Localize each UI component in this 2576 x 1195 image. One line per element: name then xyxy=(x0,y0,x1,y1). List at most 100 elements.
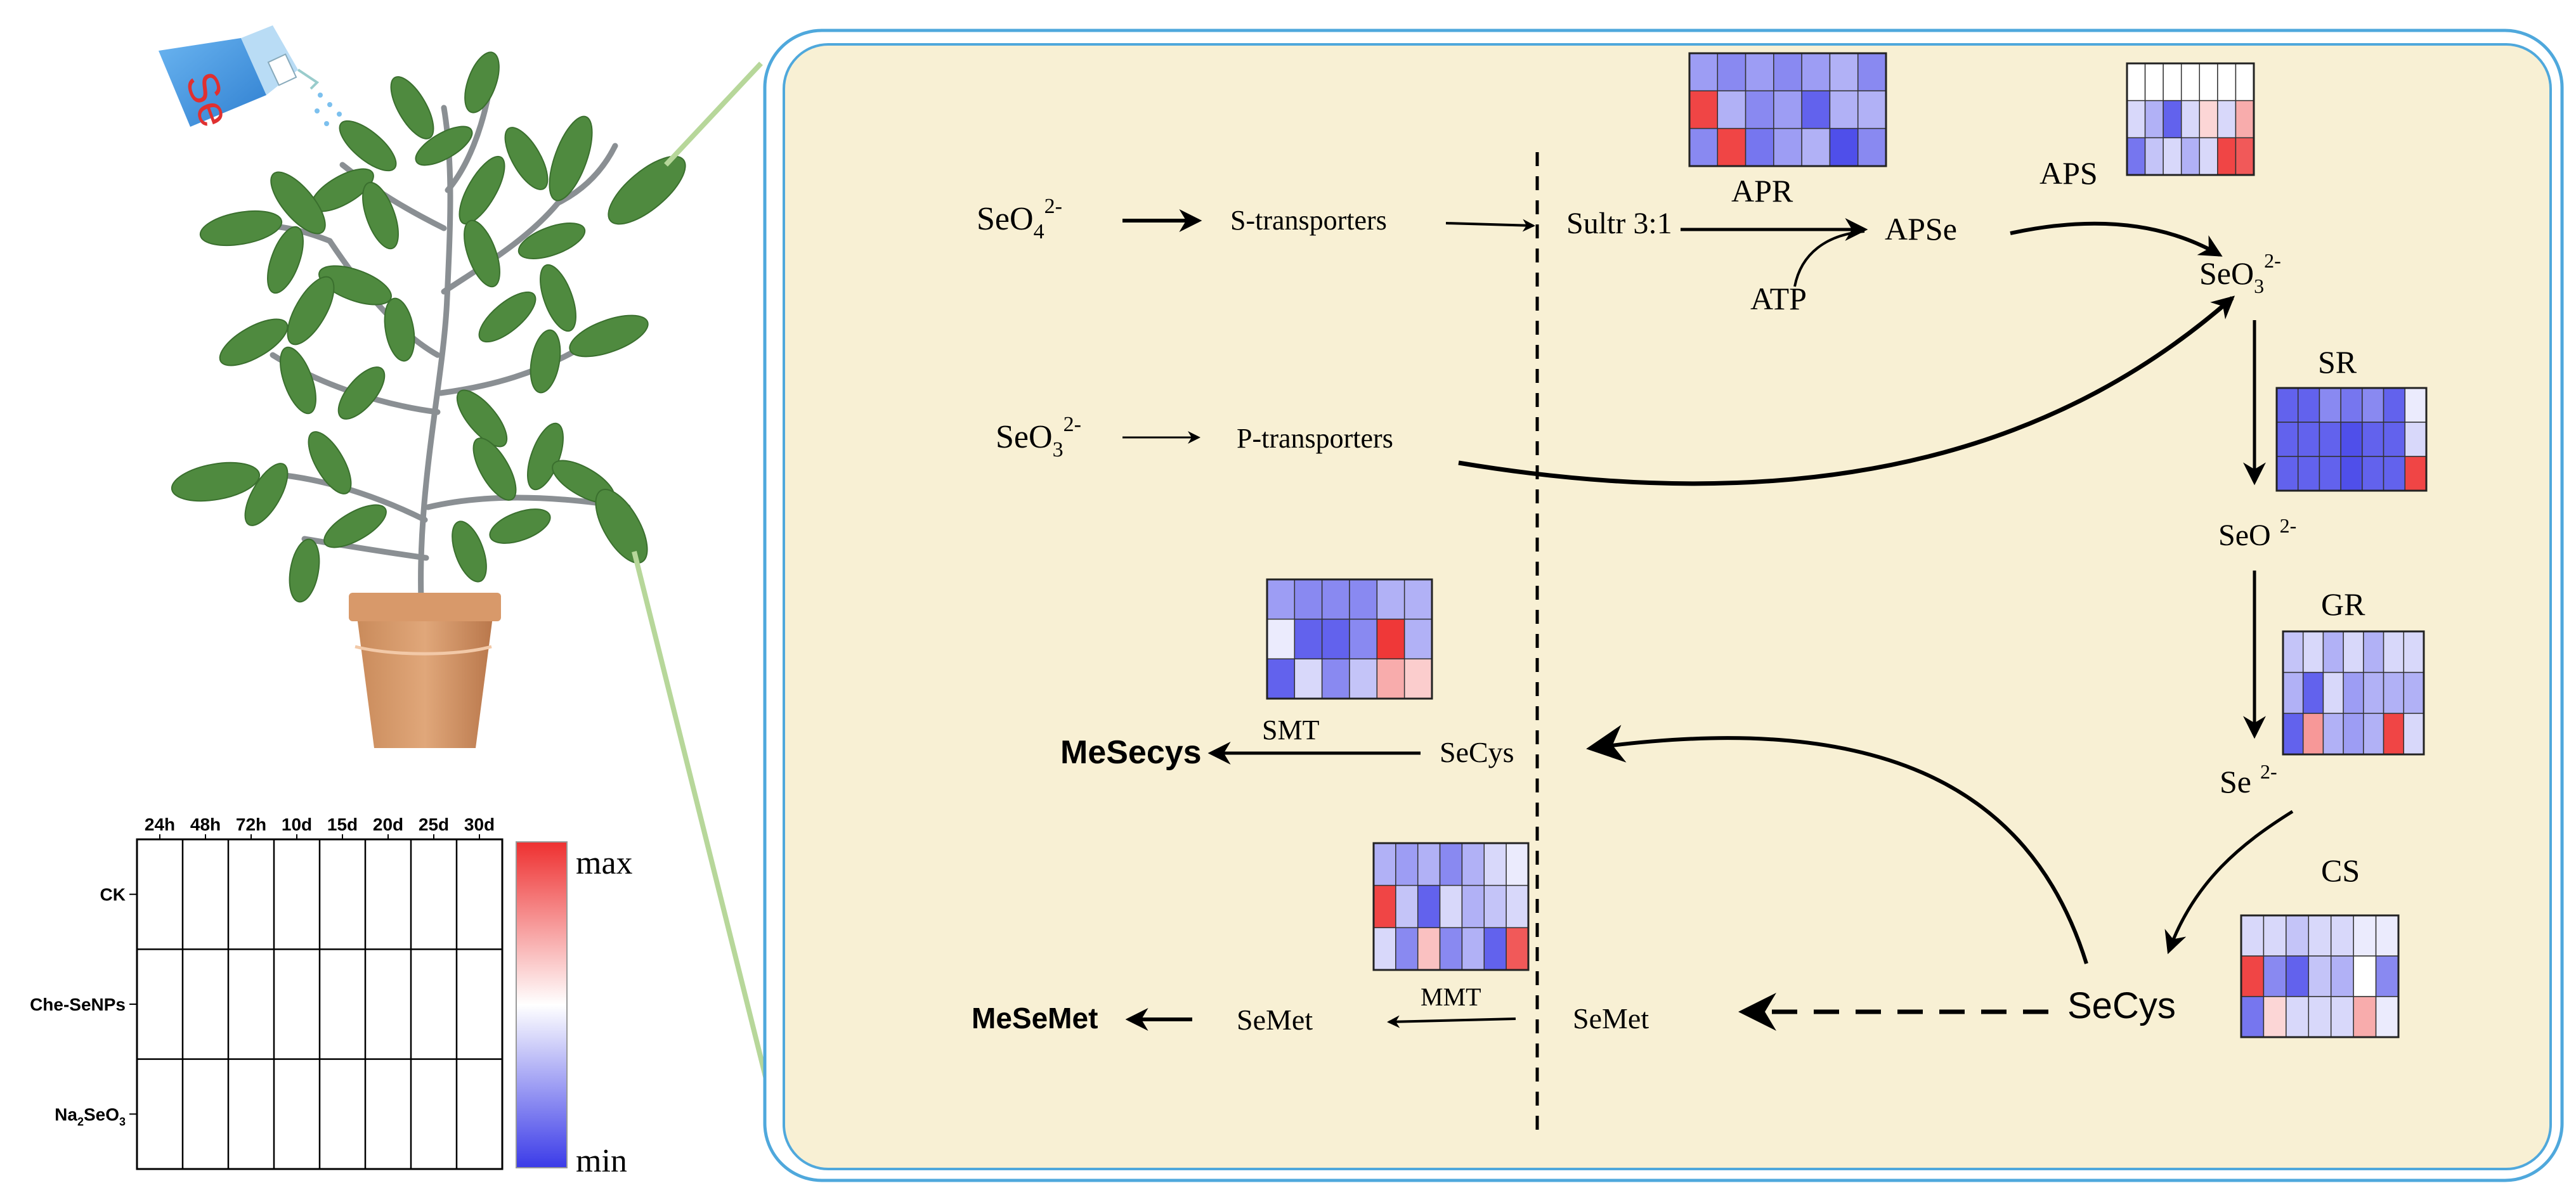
heatmap-cell xyxy=(2403,713,2424,755)
heatmap-cell xyxy=(1373,927,1396,971)
heatmap-cell xyxy=(2383,671,2405,714)
heatmap-cell xyxy=(1266,618,1296,660)
heatmap-cell xyxy=(1857,90,1887,129)
metabolite-seo3-left: SeO32- xyxy=(996,413,1081,462)
heatmap-cell xyxy=(2235,137,2254,176)
heatmap-cell xyxy=(2263,996,2287,1038)
heatmap-sr xyxy=(2275,387,2428,492)
legend-time-label: 20d xyxy=(373,815,403,834)
heatmap-cell xyxy=(2235,100,2254,139)
heatmap-cell xyxy=(2217,137,2237,176)
heatmap-cell xyxy=(2404,422,2427,457)
heatmap-cell xyxy=(1461,927,1485,971)
heatmap-cell xyxy=(2144,137,2164,176)
heatmap-cell xyxy=(2282,713,2304,755)
heatmap-cell xyxy=(2217,63,2237,101)
metabolite-apse: APSe xyxy=(1885,211,1957,247)
heatmap-cell xyxy=(2319,456,2341,491)
heatmap-cell xyxy=(2286,955,2310,997)
heatmap-cell xyxy=(2403,671,2424,714)
heatmap-cell xyxy=(2308,955,2332,997)
enzyme-smt: SMT xyxy=(1262,714,1320,746)
heatmap-cell xyxy=(1829,90,1859,129)
heatmap-cell xyxy=(1439,927,1463,971)
heatmap-cell xyxy=(2282,631,2304,673)
heatmap-cell xyxy=(2343,713,2364,755)
legend-time-label: 10d xyxy=(282,815,312,834)
color-scale-bar xyxy=(516,841,568,1168)
heatmap-cell xyxy=(2180,63,2201,101)
pathway-arrows xyxy=(1122,209,2294,1031)
heatmap-cell xyxy=(2126,137,2146,176)
heatmap-cell xyxy=(1717,127,1747,167)
heatmap-cs xyxy=(2240,914,2400,1038)
heatmap-cell xyxy=(1417,843,1441,886)
heatmap-cell xyxy=(1395,843,1419,886)
heatmap-cell xyxy=(1403,658,1433,699)
heatmap-cell xyxy=(1376,579,1405,620)
enzyme-cs: CS xyxy=(2321,853,2360,888)
heatmap-cell xyxy=(2322,713,2344,755)
legend-time-label: 48h xyxy=(190,815,221,834)
pathway-labels: SeO42- S-transporters Sultr 3:1 APR APSe… xyxy=(972,155,2365,1036)
heatmap-cell xyxy=(1373,884,1396,929)
heatmap-cell xyxy=(1717,53,1747,92)
heatmap-cell xyxy=(1689,127,1719,167)
heatmap-cell xyxy=(2319,422,2341,457)
heatmap-cell xyxy=(1294,579,1323,620)
heatmap-cell xyxy=(1689,53,1719,92)
heatmap-cell xyxy=(1417,927,1441,971)
heatmap-cell xyxy=(1395,884,1419,929)
heatmap-cell xyxy=(1403,618,1433,660)
heatmap-cell xyxy=(2363,631,2384,673)
heatmap-frame xyxy=(2126,62,2255,176)
heatmap-cell xyxy=(1773,90,1802,129)
enzyme-mmt: MMT xyxy=(1421,983,1481,1011)
metabolite-mesecys: MeSecys xyxy=(1060,734,1202,771)
heatmap-cell xyxy=(2302,631,2324,673)
heatmap-cell xyxy=(2297,422,2320,457)
heatmap-cell xyxy=(1483,927,1507,971)
heatmap-smt xyxy=(1266,578,1433,700)
heatmap-cell xyxy=(2353,915,2377,957)
heatmap-cell xyxy=(1829,127,1859,167)
heatmap-cell xyxy=(1294,658,1323,699)
heatmap-cell xyxy=(2276,456,2299,491)
heatmap-frame xyxy=(2275,387,2428,492)
heatmap-cell xyxy=(2263,915,2287,957)
heatmap-cell xyxy=(1461,884,1485,929)
metabolite-semet-left: SeMet xyxy=(1237,1004,1313,1036)
heatmap-cell xyxy=(2199,137,2218,176)
heatmap-cell xyxy=(2322,671,2344,714)
metabolite-seo3-right: SeO32- xyxy=(2199,249,2281,297)
metabolite-secys-left: SeCys xyxy=(1440,736,1514,768)
heatmap-cell xyxy=(2404,456,2427,491)
heatmap-cell xyxy=(2375,915,2399,957)
heatmap-cell xyxy=(2199,63,2218,101)
heatmap-cell xyxy=(2286,996,2310,1038)
heatmap-cell xyxy=(2330,955,2354,997)
heatmap-cell xyxy=(1349,618,1378,660)
heatmap-cell xyxy=(2404,387,2427,423)
heatmap-cell xyxy=(2362,456,2384,491)
heatmap-cell xyxy=(2241,996,2265,1038)
heatmap-cell xyxy=(2353,955,2377,997)
heatmap-cell xyxy=(1483,884,1507,929)
metabolite-seo4: SeO42- xyxy=(977,195,1062,243)
heatmap-cell xyxy=(2144,100,2164,139)
legend-time-label: 72h xyxy=(236,815,266,834)
heatmap-aps xyxy=(2126,62,2255,176)
enzyme-sr: SR xyxy=(2318,344,2357,380)
heatmap-cell xyxy=(2343,671,2364,714)
heatmap-cell xyxy=(2126,63,2146,101)
label-s-transporters: S-transporters xyxy=(1230,205,1387,236)
heatmap-cell xyxy=(1773,53,1802,92)
heatmap-cell xyxy=(2383,456,2406,491)
heatmap-cell xyxy=(1461,843,1485,886)
heatmap-cell xyxy=(2383,422,2406,457)
heatmap-cell xyxy=(1745,53,1774,92)
heatmap-frame xyxy=(2282,630,2425,756)
panel-background xyxy=(783,43,2552,1170)
heatmap-cell xyxy=(2363,713,2384,755)
